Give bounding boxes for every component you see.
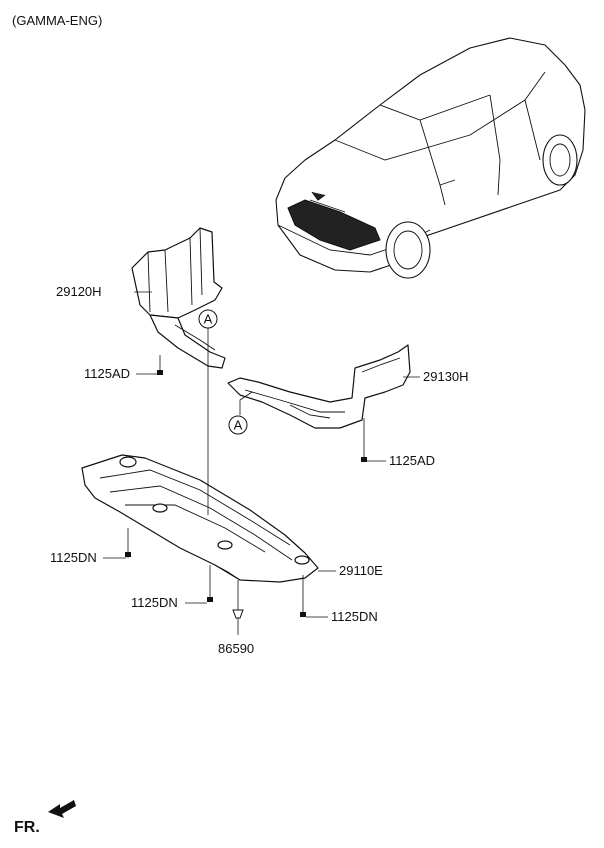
part-label-29120h: 29120H [56,284,102,299]
main-undercover-panel [81,454,319,583]
fasteners [125,355,367,635]
reference-marker-a-2: A [228,415,248,435]
front-direction-indicator: FR. [14,800,76,836]
reference-marker-a-1: A [198,309,218,329]
part-label-1125dn-3: 1125DN [331,609,378,624]
rh-undercover-part [131,227,226,369]
car-illustration [275,37,586,279]
svg-text:A: A [204,312,213,327]
front-arrow-icon [48,800,76,818]
part-label-29110e: 29110E [339,563,383,578]
lh-undercover-part [227,344,411,429]
part-label-1125ad-2: 1125AD [389,453,435,468]
part-label-86590: 86590 [218,641,254,656]
reference-connector-line-2 [239,391,253,415]
part-label-1125dn-1: 1125DN [50,550,97,565]
front-label: FR. [14,819,40,836]
part-label-29130h: 29130H [423,369,469,384]
svg-text:A: A [234,418,243,433]
part-label-1125dn-2: 1125DN [131,595,178,610]
part-label-1125ad-1: 1125AD [84,366,130,381]
leader-lines [103,291,420,618]
engine-variant-label: (GAMMA-ENG) [12,13,102,28]
